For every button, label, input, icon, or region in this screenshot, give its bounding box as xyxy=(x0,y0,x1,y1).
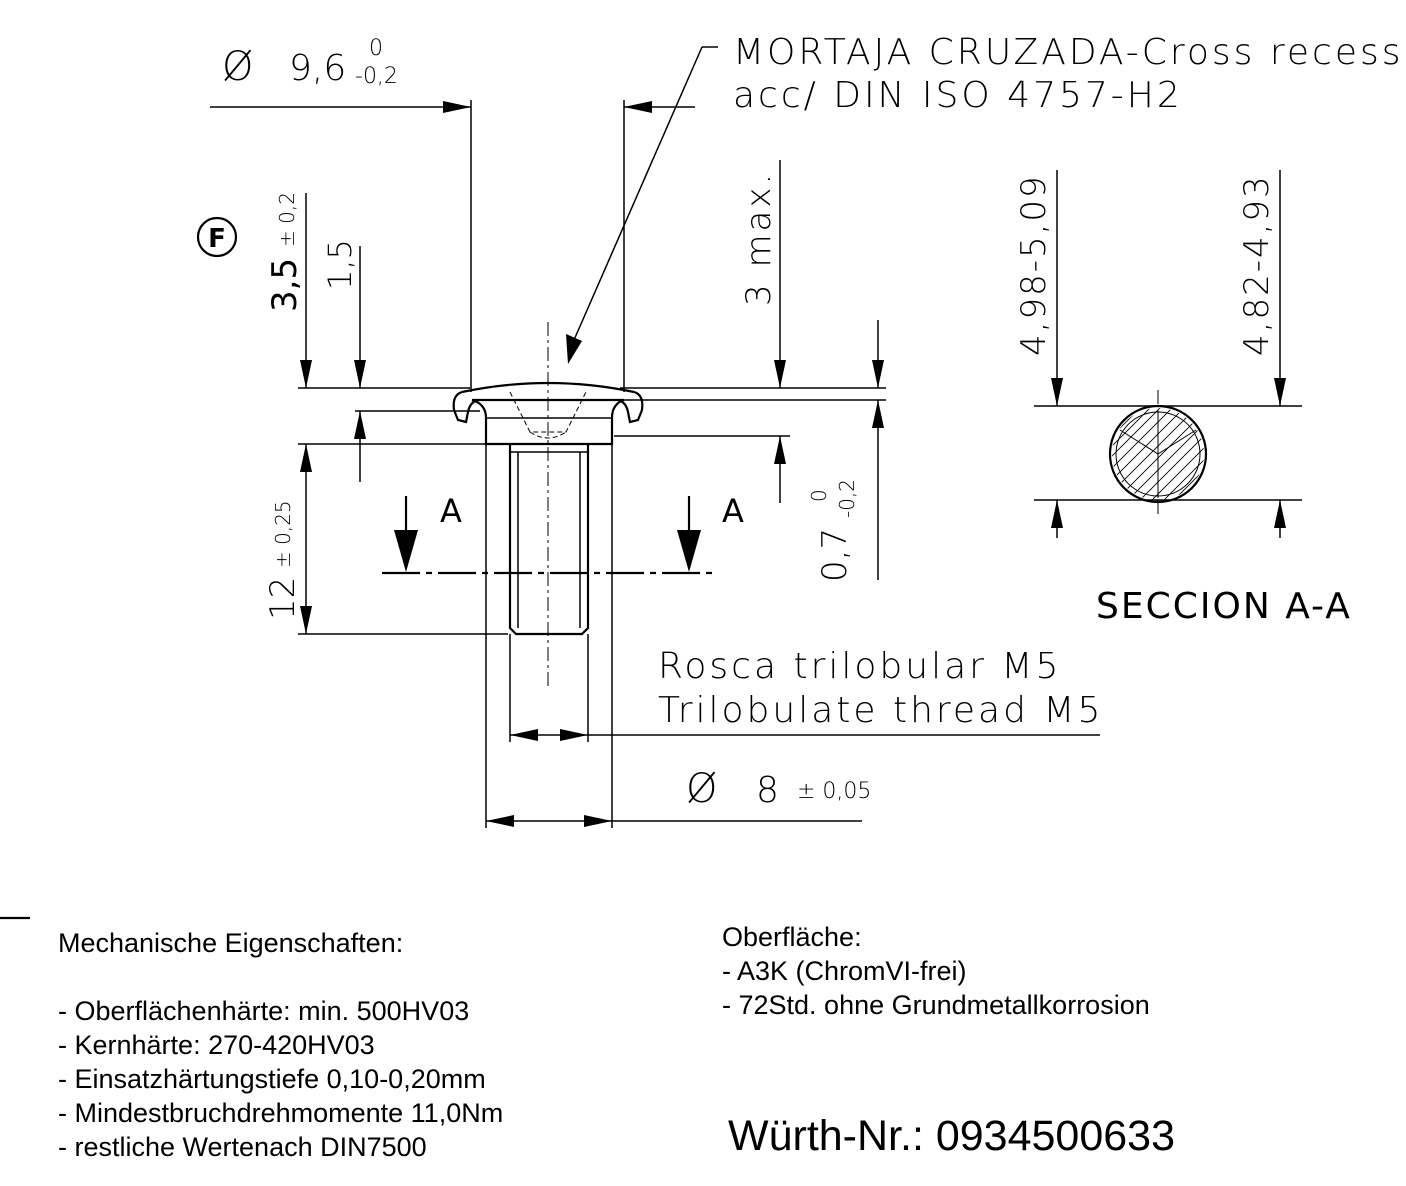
head-right-rim xyxy=(617,390,644,424)
functional-mark: F xyxy=(196,216,238,258)
arrow-head xyxy=(354,411,366,439)
functional-mark-circle xyxy=(196,216,238,258)
section-cut-line: A A xyxy=(382,492,744,575)
head-diameter-upper-tol: 0 xyxy=(369,36,383,61)
cut-arrow-head xyxy=(677,530,701,572)
mechanical-item: - restliche Wertenach DIN7500 xyxy=(58,1132,427,1162)
mechanical-heading: Mechanische Eigenschaften: xyxy=(58,928,404,958)
diameter-symbol: Ø xyxy=(686,766,717,812)
arrow-head xyxy=(300,606,312,634)
mechanical-properties-block: Mechanische Eigenschaften: - Oberflächen… xyxy=(58,926,503,1164)
arrow-head xyxy=(510,729,538,741)
arrow-head xyxy=(354,360,366,388)
head-diameter-nominal: 9,6 xyxy=(289,48,346,89)
part-number: Würth-Nr.: 0934500633 xyxy=(728,1112,1175,1160)
section-inner-dimension: 4,82-4,93 xyxy=(1237,174,1277,356)
head-offset-upper-tol: 0 xyxy=(807,489,831,502)
cut-arrow-head xyxy=(394,530,418,572)
thread-note-line1: Rosca trilobular M5 xyxy=(658,646,1061,687)
diameter-symbol: Ø xyxy=(222,44,253,90)
arrow-head xyxy=(300,360,312,388)
arrow-head xyxy=(584,815,612,827)
rivet-part-side-view xyxy=(452,322,644,686)
head-offset-dimension: 0,7 0 -0,2 xyxy=(807,320,884,582)
arrow-head xyxy=(872,360,884,388)
head-offset-nominal: 0,7 xyxy=(815,528,855,582)
head-height-tolerance: ± 0,2 xyxy=(275,192,299,247)
shank-length-dimension: 12 ± 0,25 xyxy=(263,444,508,635)
trilobe-line xyxy=(1119,429,1159,455)
head-offset-lower-tol: -0,2 xyxy=(835,479,859,518)
arrow-head xyxy=(774,436,786,464)
section-title: SECCION A-A xyxy=(1096,586,1352,627)
thread-callout: Rosca trilobular M5 Trilobulate thread M… xyxy=(509,634,1103,742)
collar-outline xyxy=(471,398,625,446)
collar-diameter-dimension: Ø 8 ± 0,05 xyxy=(485,444,871,828)
head-diameter-dimension: Ø 9,6 0 -0,2 xyxy=(210,36,695,392)
section-marker-left: A xyxy=(440,492,462,530)
surface-item: - A3K (ChromVI-frei) xyxy=(722,956,967,986)
recess-hidden-bottom xyxy=(529,431,567,439)
recess-depth-dimension: 3 max. xyxy=(614,160,886,503)
head-height-nominal: 3,5 xyxy=(265,258,305,312)
arrow-head xyxy=(1274,500,1286,528)
arrow-head xyxy=(300,444,312,472)
arrow-head xyxy=(566,334,582,364)
cross-recess-callout: MORTAJA CRUZADA-Cross recess acc/ DIN IS… xyxy=(566,32,1403,364)
trilobe-line xyxy=(1157,429,1197,455)
spacer xyxy=(58,960,503,994)
arrow-head xyxy=(1274,378,1286,406)
functional-mark-letter: F xyxy=(208,224,226,254)
arrow-head xyxy=(1051,500,1063,528)
arrow-head xyxy=(560,729,588,741)
leader-line xyxy=(573,46,703,341)
shank-length-tolerance: ± 0,25 xyxy=(271,500,295,568)
arrow-head xyxy=(486,815,514,827)
arrow-head xyxy=(872,400,884,428)
arrow-head xyxy=(774,360,786,388)
head-top-outline xyxy=(461,381,635,394)
head-height-dimensions: 3,5 ± 0,2 1,5 xyxy=(265,192,490,482)
arrow-head xyxy=(1051,378,1063,406)
cross-recess-note-line1: MORTAJA CRUZADA-Cross recess xyxy=(733,32,1403,73)
shank-outline xyxy=(508,444,590,636)
mechanical-item: - Oberflächenhärte: min. 500HV03 xyxy=(58,996,470,1026)
collar-diameter-nominal: 8 xyxy=(756,770,779,811)
arrow-head xyxy=(443,101,471,113)
thread-note-line2: Trilobulate thread M5 xyxy=(658,690,1103,731)
shank-length-nominal: 12 xyxy=(263,577,303,620)
arrow-head xyxy=(624,101,652,113)
mechanical-item: - Kernhärte: 270-420HV03 xyxy=(58,1030,375,1060)
section-marker-right: A xyxy=(722,492,744,530)
collar-diameter-tolerance: ± 0,05 xyxy=(797,779,871,804)
head-diameter-lower-tol: -0,2 xyxy=(355,64,398,89)
surface-block: Oberfläche: - A3K (ChromVI-frei) - 72Std… xyxy=(722,920,1150,1022)
section-view-a-a: 4,98-5,09 4,82-4,93 SECCION A-A xyxy=(1014,170,1352,627)
cross-recess-note-line2: acc/ DIN ISO 4757-H2 xyxy=(733,75,1183,116)
surface-heading: Oberfläche: xyxy=(722,922,862,952)
mechanical-item: - Einsatzhärtungstiefe 0,10-0,20mm xyxy=(58,1064,486,1094)
mechanical-item: - Mindestbruchdrehmomente 11,0Nm xyxy=(58,1098,504,1128)
surface-item: - 72Std. ohne Grundmetallkorrosion xyxy=(722,990,1150,1020)
collar-height-value: 1,5 xyxy=(321,239,359,290)
section-outer-dimension: 4,98-5,09 xyxy=(1014,174,1054,356)
recess-depth-value: 3 max. xyxy=(739,171,779,306)
head-left-rim xyxy=(452,390,479,424)
